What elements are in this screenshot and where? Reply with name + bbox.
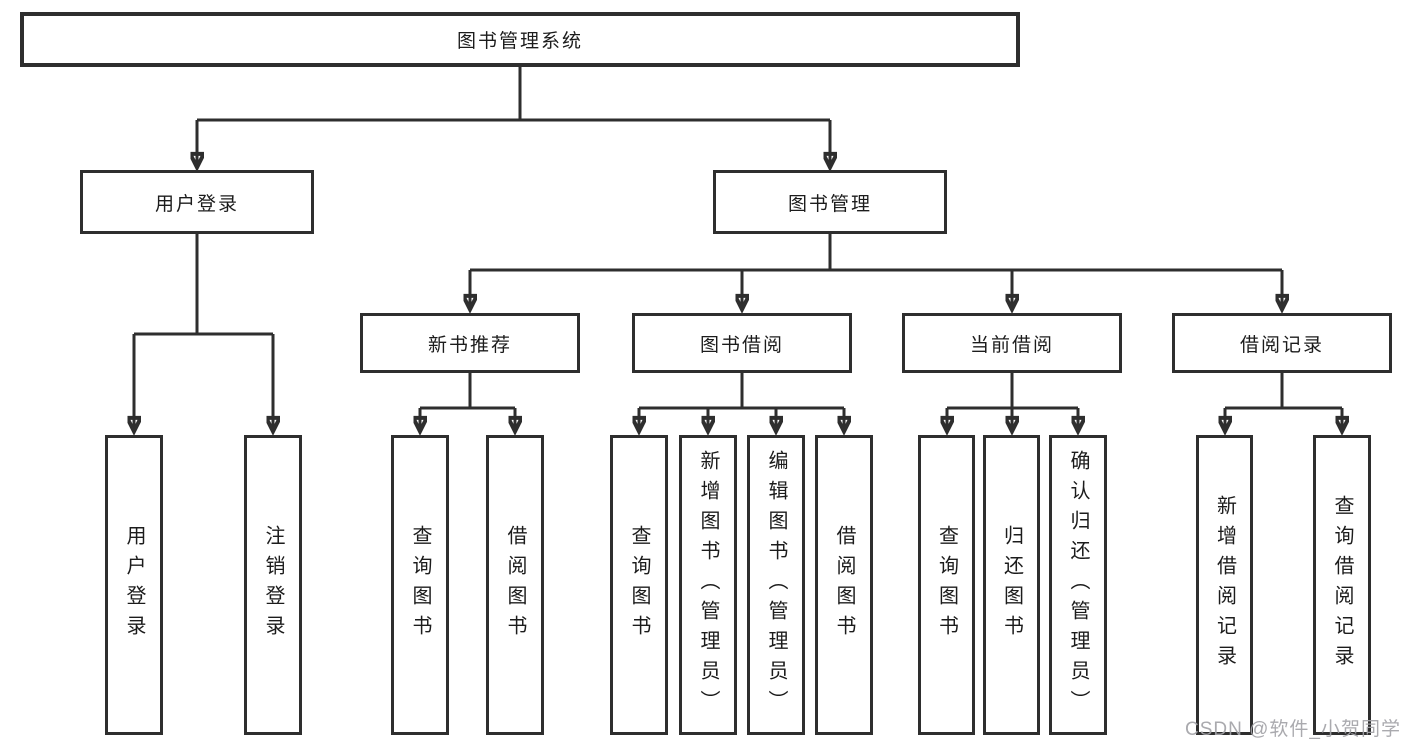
leaf-user-login: 用户登录 [105,435,163,735]
leaf-borrowing-edit-books-admin: 编辑图书（管理员） [747,435,805,735]
node-user-login: 用户登录 [80,170,314,234]
node-label: 归还图书 [1000,525,1023,645]
node-label: 编辑图书（管理员） [765,450,787,720]
node-label: 借阅图书 [833,525,855,645]
node-library-management-system: 图书管理系统 [20,12,1020,67]
leaf-borrowing-add-books-admin: 新增图书（管理员） [679,435,737,735]
node-label: 当前借阅 [969,334,1054,356]
node-label: 借阅图书 [504,525,526,645]
node-new-book-recommendation: 新书推荐 [360,313,580,373]
node-label: 图书管理 [787,193,872,215]
node-current-borrowing: 当前借阅 [902,313,1122,373]
node-book-borrowing: 图书借阅 [632,313,852,373]
leaf-current-confirm-return-admin: 确认归还（管理员） [1049,435,1107,735]
csdn-watermark: CSDN @软件_小贺同学 [1185,719,1401,740]
node-borrowing-records: 借阅记录 [1172,313,1392,373]
node-label: 新书推荐 [427,334,512,356]
node-label: 新增图书（管理员） [697,450,719,720]
leaf-logout-login: 注销登录 [244,435,302,735]
node-label: 图书借阅 [699,334,784,356]
leaf-records-add-record: 新增借阅记录 [1196,435,1253,735]
leaf-current-query-books: 查询图书 [918,435,975,735]
node-book-management: 图书管理 [713,170,947,234]
node-label: 确认归还（管理员） [1067,450,1089,720]
leaf-borrowing-query-books: 查询图书 [610,435,668,735]
leaf-newrec-query-books: 查询图书 [391,435,449,735]
node-label: 查询图书 [409,525,431,645]
node-label: 查询图书 [628,525,650,645]
node-label: 新增借阅记录 [1213,495,1236,675]
node-label: 用户登录 [123,525,145,645]
node-label: 借阅记录 [1239,334,1324,356]
leaf-newrec-borrow-books: 借阅图书 [486,435,544,735]
leaf-records-query-record: 查询借阅记录 [1313,435,1371,735]
node-label: 图书管理系统 [456,31,583,52]
node-label: 注销登录 [262,525,284,645]
node-label: 用户登录 [154,193,239,215]
leaf-borrowing-borrow-books: 借阅图书 [815,435,873,735]
leaf-current-return-books: 归还图书 [983,435,1040,735]
node-label: 查询借阅记录 [1331,495,1353,675]
node-label: 查询图书 [935,525,958,645]
